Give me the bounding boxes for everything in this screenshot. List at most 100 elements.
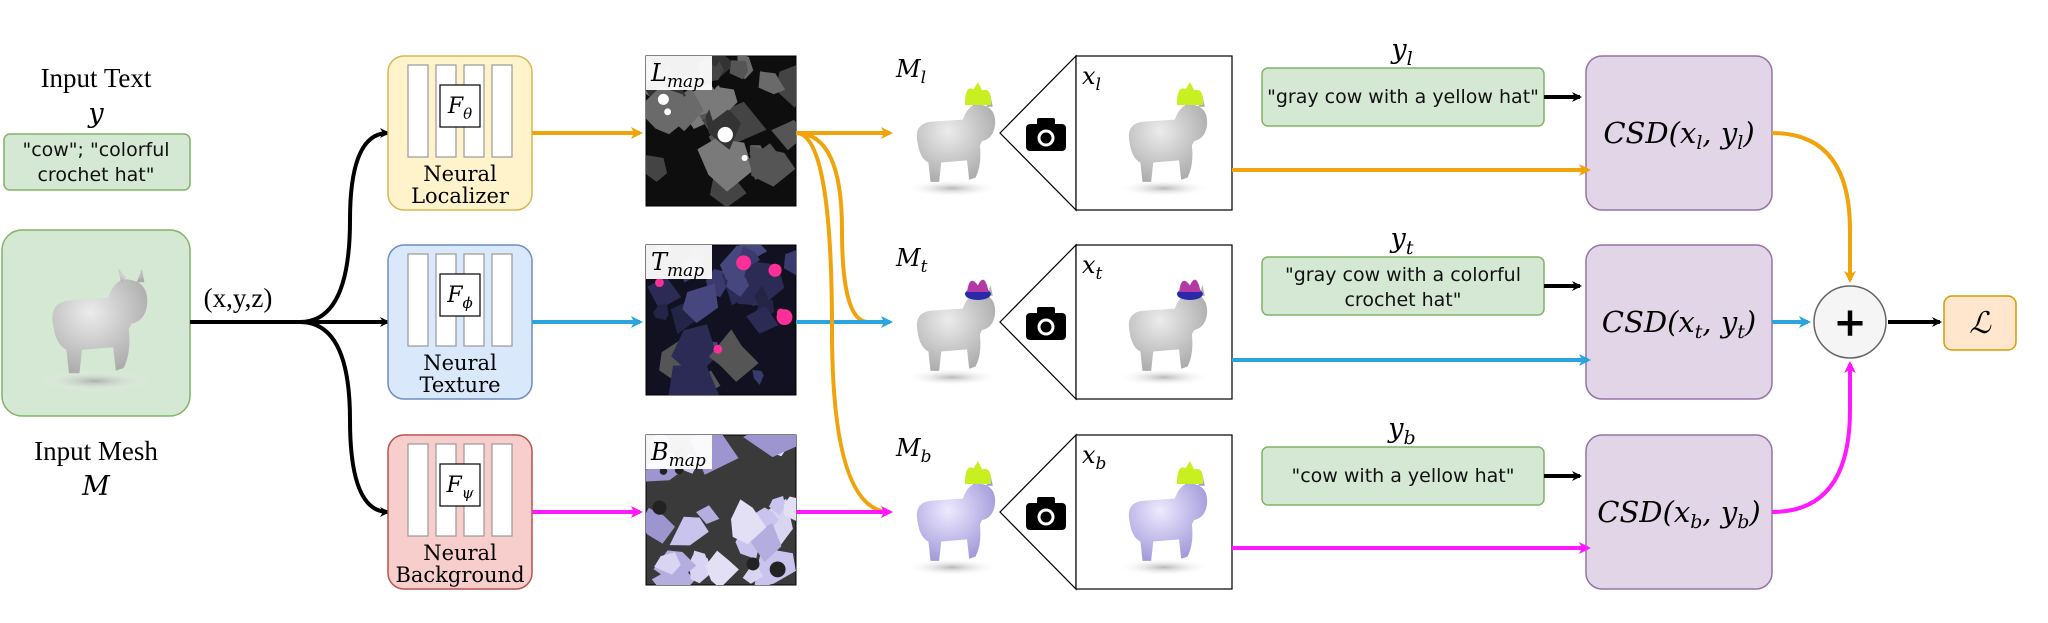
csd-formula: CSD(xl, yl) [1603,116,1754,154]
map-spot [659,467,668,475]
csd-formula: CSD(xb, yb) [1597,495,1761,533]
mesh-variant-l: Ml [895,55,1000,197]
map-patch [729,60,749,80]
input-text-symbol: y [87,98,104,129]
map-patch [783,250,796,276]
map-patch [682,283,719,323]
map-patch [743,435,796,458]
coords-split-arrows [190,128,390,517]
map-spot [776,309,793,326]
input-mesh-title: Input Mesh [34,436,158,466]
map-spot [769,561,786,578]
hat-crown [1176,461,1203,485]
map-patch [746,305,779,334]
csd-to-sum-arrows [1771,131,1942,514]
input-prompt-box [3,133,191,191]
map-spot [768,263,782,277]
sum-symbol: + [1833,299,1867,346]
map-label: Lmap [650,59,704,92]
map-spot [664,108,672,116]
network-symbol: Fϕ [446,283,473,312]
render-label: xb [1082,441,1106,474]
text-target-line2: crochet hat" [1344,289,1461,311]
network-label-line1: Neural [423,541,497,565]
text-target-symbol: yl [1390,34,1412,70]
camera-icon [1026,118,1066,151]
network-symbol: Fψ [445,473,473,502]
render-panel-l: xl [999,54,1233,212]
cow-mesh-icon [904,82,1000,197]
mesh-label: Ml [895,55,926,88]
input-mesh-symbol: M [81,471,111,502]
camera-icon [1026,497,1066,530]
map-patch [726,275,749,297]
map-spot [713,344,723,354]
map-patch [646,507,675,544]
network-label-line1: Neural [423,162,497,186]
map-spot [657,93,669,105]
network-label-line2: Background [395,563,524,587]
map-b: Bmap [645,434,797,586]
render-label: xl [1082,62,1101,95]
map-patch [708,329,759,382]
cow-mesh-icon [1116,279,1212,386]
network-label-line1: Neural [423,351,497,375]
map-patch [690,550,709,567]
render-panel-b: xb [999,433,1233,591]
network-layer [491,253,513,347]
map-label-bg [646,435,712,469]
text-target-line1: "gray cow with a yellow hat" [1267,86,1539,108]
input-text-title: Input Text [41,63,152,93]
network-layer [491,64,513,158]
map-patch [731,499,767,545]
mesh-label: Mt [895,244,928,277]
map-patch [749,145,796,187]
cow-mesh-icon [904,461,1000,576]
mesh-variant-t: Mt [895,244,1000,386]
map-spot [746,557,760,571]
network-layer [491,443,513,537]
hat-crown [1179,279,1201,293]
map-patch [696,505,720,524]
hat-crown [964,82,991,106]
map-patch [771,119,796,151]
hat-crown [967,279,989,293]
cow-mesh-icon [904,279,1000,386]
cow-mesh-icon [1116,461,1212,576]
csd-formula: CSD(xt, yt) [1602,305,1756,343]
loss-box [1943,295,2017,351]
map-spot [652,500,667,515]
network-label-line2: Texture [419,373,500,397]
input-prompt-line1: "cow"; "colorful [22,139,169,161]
text-target-symbol: yt [1390,223,1414,259]
map-patch [668,364,719,395]
input-prompt-line2: crochet hat" [37,164,154,186]
hat-crown [964,461,991,485]
map-patch [752,370,764,385]
map-spot [736,255,752,271]
network-layer [407,443,429,537]
coords-label: (x,y,z) [204,283,273,313]
network-symbol-box [439,273,481,317]
sum-node [1813,285,1887,359]
camera-icon [1026,307,1066,340]
map-patch [758,71,786,95]
network-label-line2: Localizer [411,184,510,208]
map-patch [769,496,786,516]
network-layer [407,253,429,347]
map-patch [742,567,764,584]
network-symbol-box [439,84,481,128]
map-spot [741,154,748,162]
csd-box-t: CSD(xt, yt) [1585,244,1773,400]
map-patch [654,552,681,575]
map-patch [783,496,796,521]
hat-crown [1176,82,1203,106]
text-target-line1: "gray cow with a colorful [1285,264,1521,286]
map-spot [717,126,733,143]
network-symbol-box [439,463,481,507]
map-patch [706,85,733,121]
